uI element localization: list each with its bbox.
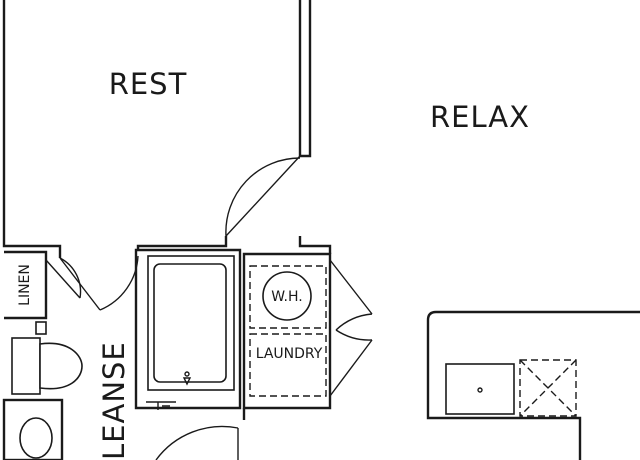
bedroom-door — [225, 155, 301, 237]
bedroom-walls — [2, 0, 312, 258]
toilet — [11, 321, 83, 395]
bathroom-door — [155, 425, 239, 460]
bathtub — [146, 255, 235, 410]
room-label-cleanse: LEANSE — [97, 341, 131, 460]
water-heater-label: W.H. — [271, 289, 302, 305]
laundry-closet — [249, 265, 327, 397]
linen-closet — [4, 250, 139, 320]
room-label-relax: RELAX — [430, 100, 530, 134]
laundry-doors — [329, 259, 373, 397]
bath-walls — [134, 236, 332, 420]
vanity — [2, 398, 64, 460]
laundry-label: LAUNDRY — [256, 346, 323, 362]
kitchen-counter — [426, 310, 640, 460]
room-label-rest: REST — [109, 67, 188, 101]
linen-label: LINEN — [17, 264, 33, 306]
